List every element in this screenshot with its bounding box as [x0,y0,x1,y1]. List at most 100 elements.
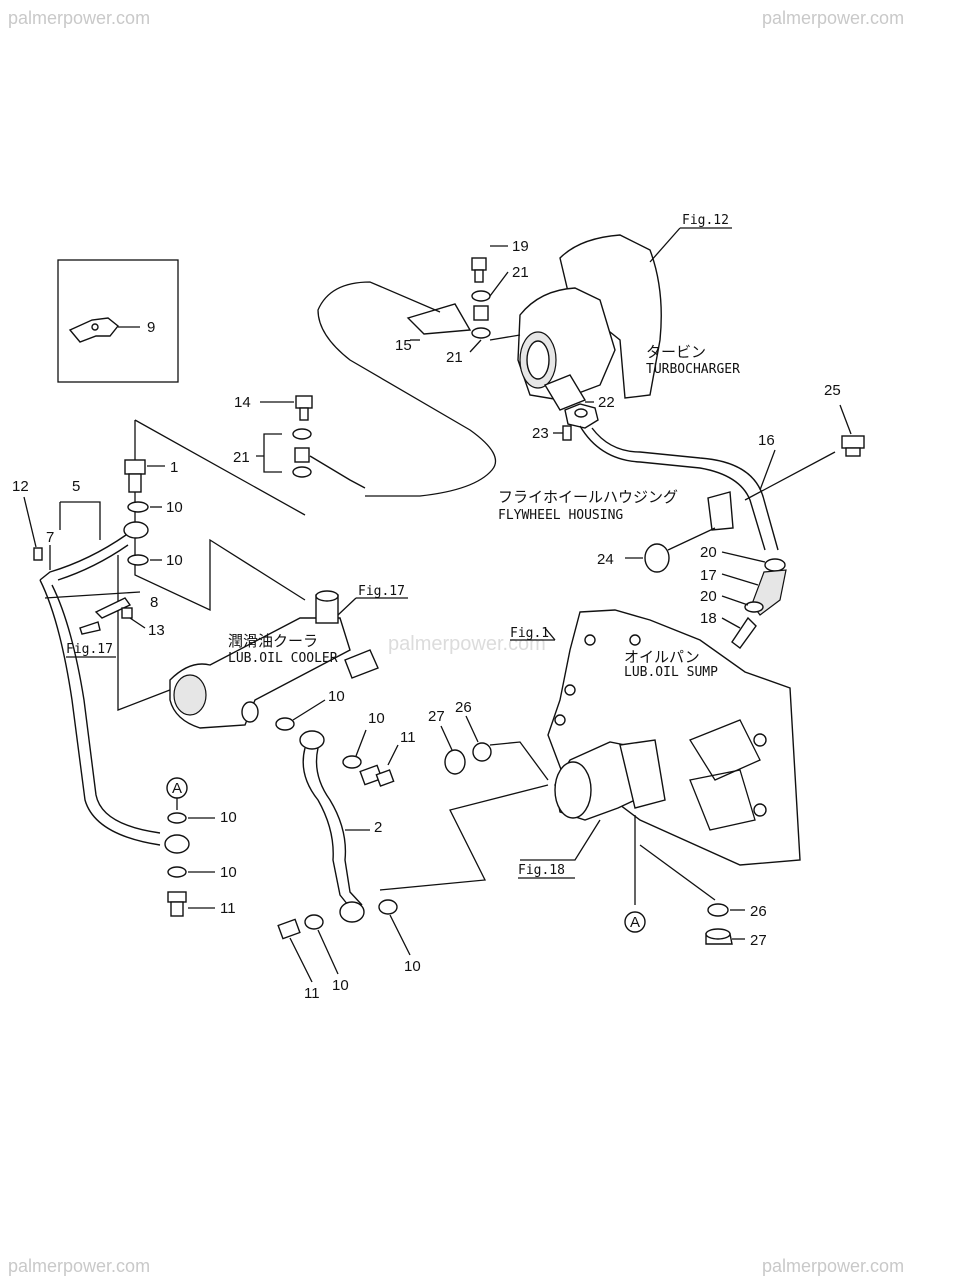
caption-flywheel-jp: フライホイールハウジング [498,489,678,506]
part-label-1: 1 [170,459,178,476]
banjo-bolt-part-11c [277,918,301,940]
gasket-part-22 [574,408,588,418]
caption-flywheel-en: FLYWHEEL HOUSING [498,508,623,523]
part-label-17: 17 [700,567,717,584]
part-label-23: 23 [532,425,549,442]
part-label-20: 20 [700,588,717,605]
pipe-rod [309,455,366,489]
part-label-8: 8 [150,594,158,611]
plug-part-25 [841,435,865,457]
washer-part-21c [292,428,312,440]
banjo-eye-4 [339,901,365,923]
washer-part-26a [472,742,492,762]
bushing-part-2 [294,447,310,463]
caption-cooler-jp: 潤滑油クーラ [228,633,318,650]
collar-part-24 [644,543,670,573]
part-label-21: 21 [446,349,463,366]
connector-lines-2 [117,555,176,711]
part-label-15: 15 [395,337,412,354]
fig-ref-18: Fig.18 [518,863,565,878]
lub-oil-cooler [169,590,379,729]
part-label-18: 18 [700,610,717,627]
washer-part-10a [127,501,149,513]
bolt-part-23 [562,425,572,441]
connector-lines-1 [134,419,306,612]
fig-ref-17-top: Fig.17 [358,584,405,599]
washer-part-10e [275,717,295,731]
part-label-9: 9 [147,319,155,336]
banjo-eye-2 [164,834,190,854]
part-label-10: 10 [368,710,385,727]
washer-part-10f [342,755,362,769]
part-label-14: 14 [234,394,251,411]
banjo-bolt-part-1 [124,459,146,493]
washer-part-21d [292,466,312,478]
nut-part-27a [444,749,466,775]
part-label-11: 11 [400,729,416,746]
watermark-bottom-left: palmerpower.com [8,1256,150,1276]
part-label-16: 16 [758,432,775,449]
part-label-27: 27 [750,932,767,949]
pipe-part-16 [579,425,766,551]
pipe-part-2 [302,747,353,911]
fig-ref-1: Fig.1 [510,626,549,641]
fig18-leader [520,819,601,861]
banjo-eye [123,521,149,539]
watermark-center: palmerpower.com [388,633,546,655]
part-label-19: 19 [512,238,529,255]
part-label-24: 24 [597,551,614,568]
inset-box [57,259,179,383]
caption-turbo-jp: タービン [646,344,706,361]
caption-sump-jp: オイルパン [624,649,700,666]
washer-part-26b [707,903,729,917]
part-label-5: 5 [72,478,80,495]
bolt-part-14 [295,395,313,421]
part-label-2: 2 [374,819,382,836]
part-label-10: 10 [220,864,237,881]
washer-part-10c [167,812,187,824]
washer-part-10h [304,914,324,930]
caption-cooler-en: LUB.OIL COOLER [228,651,338,666]
banjo-eye-3 [299,730,325,750]
part-label-11: 11 [220,900,236,917]
part-label-26: 26 [455,699,472,716]
part-label-12: 12 [12,478,29,495]
turbocharger [517,234,662,411]
bolt-part-12 [33,547,43,561]
washer-part-21a [471,290,491,302]
part-label-10: 10 [404,958,421,975]
part-label-21: 21 [512,264,529,281]
part-label-27: 27 [428,708,445,725]
bolt-part [79,621,101,635]
cooler-port [241,701,259,723]
bolt-part-19 [471,257,487,283]
oil-filter [554,739,666,821]
pipe-part-5 [39,534,127,581]
hose-part-17 [744,558,787,616]
watermark-top-right: palmerpower.com [762,8,904,28]
fig-ref-17-left: Fig.17 [66,642,113,657]
watermark-top-left: palmerpower.com [8,8,150,28]
fig-ref-12: Fig.12 [682,213,729,228]
bracket-part-9 [68,317,119,343]
group-outline [317,281,497,497]
pipe-part-7 [39,579,161,846]
caption-sump-en: LUB.OIL SUMP [624,665,718,680]
part-label-7: 7 [46,529,54,546]
part-label-10: 10 [328,688,345,705]
part-label-22: 22 [598,394,615,411]
connector-lines-4 [489,741,549,781]
watermark-bottom-right: palmerpower.com [762,1256,904,1276]
part-label-20: 20 [700,544,717,561]
bolt-part-13 [121,607,133,619]
part-label-11: 11 [304,985,320,1002]
washer-part-10b [127,554,149,566]
pipe-bracket [707,491,734,531]
caption-turbo-en: TURBOCHARGER [646,362,740,377]
connector-lines-3 [379,784,549,891]
part-label-10: 10 [332,977,349,994]
part-label-10: 10 [166,499,183,516]
marker-a-right [624,911,646,933]
part-label-10: 10 [220,809,237,826]
